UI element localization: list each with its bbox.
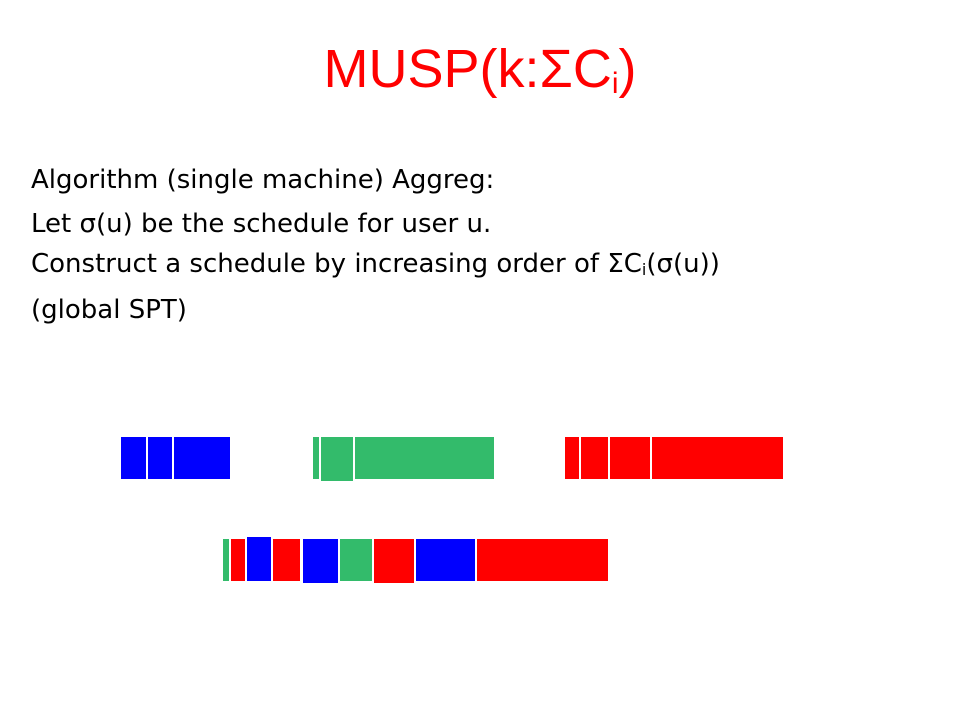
job-block-green xyxy=(312,436,320,480)
text-line-1: Algorithm (single machine) Aggreg: xyxy=(31,165,495,195)
aggregated-job-blue xyxy=(245,536,273,582)
text-line-3: Construct a schedule by increasing order… xyxy=(31,246,931,288)
aggregated-job-red xyxy=(272,538,302,582)
text-line-2-b: (u) be the schedule for user u. xyxy=(95,209,492,239)
job-block-green xyxy=(354,436,495,480)
text-line-2: Let σ(u) be the schedule for user u. xyxy=(31,202,931,246)
title-sigma: Σ xyxy=(539,39,573,99)
title-suffix: ) xyxy=(618,39,637,99)
job-block-blue xyxy=(173,436,232,480)
job-block-red xyxy=(609,436,652,480)
text-line-3-b: (u)) xyxy=(673,249,720,279)
job-block-green xyxy=(319,436,355,482)
aggregated-job-red xyxy=(373,538,416,584)
title-c: C xyxy=(572,39,612,99)
job-block-red xyxy=(579,436,610,480)
algorithm-description: Algorithm (single machine) Aggreg: Let σ… xyxy=(31,158,931,332)
text-line-2-a: Let xyxy=(31,209,80,239)
aggregated-job-blue xyxy=(415,538,477,582)
text-line-3-c: C xyxy=(623,249,642,279)
aggregated-job-blue xyxy=(301,538,339,584)
aggregated-job-red xyxy=(229,538,246,582)
job-block-red xyxy=(651,436,784,480)
text-line-3-sigma: σ xyxy=(656,249,674,279)
text-line-3-big-sigma: Σ xyxy=(607,249,624,279)
text-line-2-sigma: σ xyxy=(79,209,96,239)
title-subscript: i xyxy=(611,67,619,100)
text-line-3-a: Construct a schedule by increasing order… xyxy=(31,249,608,279)
aggregated-job-green xyxy=(338,538,374,582)
title-prefix: MUSP(k: xyxy=(323,39,540,99)
page-title: MUSP(k:ΣCi) xyxy=(0,36,960,117)
text-line-3-open: ( xyxy=(646,249,657,279)
text-line-3-sub: i xyxy=(641,260,647,279)
job-block-blue xyxy=(146,436,173,480)
job-block-blue xyxy=(120,436,147,480)
job-block-red xyxy=(564,436,580,480)
aggregated-job-red xyxy=(476,538,609,582)
text-line-4: (global SPT) xyxy=(31,295,187,325)
aggregated-job-green xyxy=(222,538,230,582)
